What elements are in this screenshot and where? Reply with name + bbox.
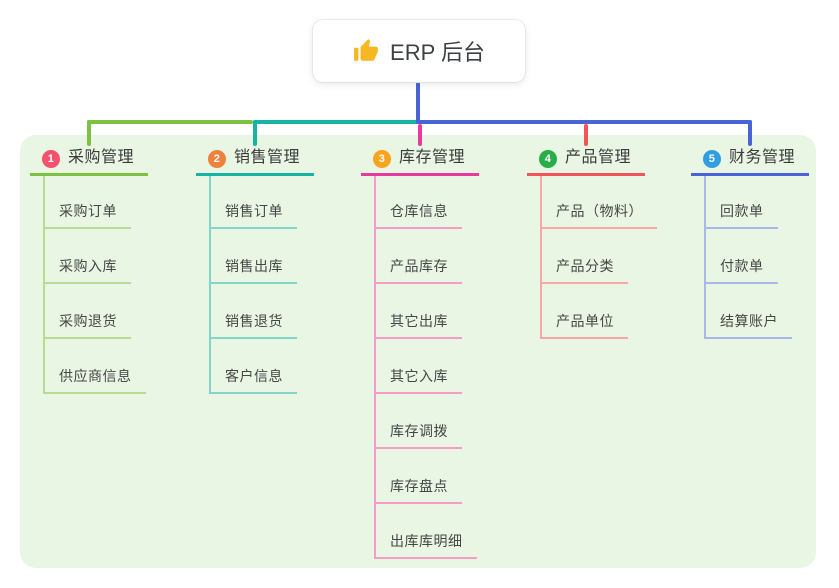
branch-title[interactable]: 5 财务管理: [691, 140, 809, 176]
branch-label: 采购管理: [68, 149, 135, 166]
branch-item[interactable]: 产品分类: [542, 229, 628, 284]
branch-label: 库存管理: [399, 149, 466, 166]
branch-item[interactable]: 结算账户: [706, 284, 792, 339]
branch-item[interactable]: 库存盘点: [376, 449, 462, 504]
branch-number-badge: 4: [539, 150, 557, 168]
branch-item[interactable]: 采购入库: [45, 229, 131, 284]
branch-label: 财务管理: [729, 149, 796, 166]
branch-title[interactable]: 4 产品管理: [527, 140, 645, 176]
branch-title[interactable]: 2 销售管理: [196, 140, 314, 176]
connector-line: [416, 82, 420, 124]
connector-line: [416, 120, 752, 124]
branch-item[interactable]: 采购退货: [45, 284, 131, 339]
branch-column: 2 销售管理销售订单销售出库销售退货客户信息: [196, 140, 314, 394]
branch-items: 产品（物料）产品分类产品单位: [540, 176, 657, 339]
branch-item[interactable]: 销售出库: [211, 229, 297, 284]
connector-line: [253, 120, 257, 146]
branches-panel: [20, 135, 816, 568]
branch-item[interactable]: 出库库明细: [376, 504, 477, 559]
branch-column: 5 财务管理回款单付款单结算账户: [691, 140, 809, 339]
branch-number-badge: 2: [208, 150, 226, 168]
branch-items: 销售订单销售出库销售退货客户信息: [209, 176, 297, 394]
branch-number-badge: 5: [703, 150, 721, 168]
connector-line: [418, 124, 422, 146]
branch-item[interactable]: 销售订单: [211, 176, 297, 229]
branch-label: 产品管理: [565, 149, 632, 166]
branch-items: 回款单付款单结算账户: [704, 176, 792, 339]
connector-line: [584, 124, 588, 146]
thumbs-up-icon: [354, 39, 378, 61]
connector-line: [87, 120, 91, 146]
branch-title[interactable]: 1 采购管理: [30, 140, 148, 176]
branch-item[interactable]: 采购订单: [45, 176, 131, 229]
root-title: ERP 后台: [390, 40, 485, 65]
branch-item[interactable]: 产品单位: [542, 284, 628, 339]
root-node[interactable]: ERP 后台: [313, 20, 525, 82]
branch-item[interactable]: 产品（物料）: [542, 176, 657, 229]
connector-line: [748, 120, 752, 146]
branch-item[interactable]: 仓库信息: [376, 176, 462, 229]
branch-item[interactable]: 回款单: [706, 176, 778, 229]
branch-item[interactable]: 产品库存: [376, 229, 462, 284]
branch-item[interactable]: 销售退货: [211, 284, 297, 339]
branch-number-badge: 1: [42, 150, 60, 168]
branch-items: 仓库信息产品库存其它出库其它入库库存调拨库存盘点出库库明细: [374, 176, 477, 559]
branch-column: 1 采购管理采购订单采购入库采购退货供应商信息: [30, 140, 148, 394]
branch-column: 3 库存管理仓库信息产品库存其它出库其它入库库存调拨库存盘点出库库明细: [361, 140, 479, 559]
branch-item[interactable]: 其它出库: [376, 284, 462, 339]
branch-item[interactable]: 客户信息: [211, 339, 297, 394]
branch-items: 采购订单采购入库采购退货供应商信息: [43, 176, 146, 394]
connector-line: [87, 120, 253, 124]
branch-number-badge: 3: [373, 150, 391, 168]
branch-item[interactable]: 库存调拨: [376, 394, 462, 449]
branch-item[interactable]: 供应商信息: [45, 339, 146, 394]
branch-item[interactable]: 其它入库: [376, 339, 462, 394]
branch-column: 4 产品管理产品（物料）产品分类产品单位: [527, 140, 657, 339]
connector-line: [253, 120, 418, 124]
branch-item[interactable]: 付款单: [706, 229, 778, 284]
branch-label: 销售管理: [234, 149, 301, 166]
branch-title[interactable]: 3 库存管理: [361, 140, 479, 176]
